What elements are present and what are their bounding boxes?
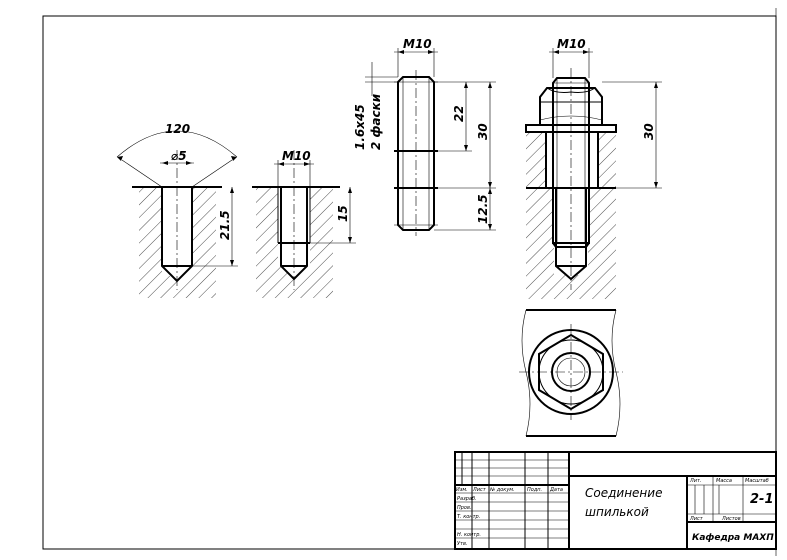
dim-drill-dia: ⌀5 xyxy=(171,149,187,163)
tb-lit: Лит. xyxy=(689,478,702,484)
tb-hdr-doc: № докум. xyxy=(489,487,515,493)
tb-hdr-date: Дата xyxy=(549,487,563,493)
tb-razrab: Разраб. xyxy=(457,496,477,502)
dim-drill-depth: 21.5 xyxy=(218,210,232,240)
tb-prov: Пров. xyxy=(457,505,472,511)
dim-hole-thread: M10 xyxy=(282,149,311,163)
dim-angle-120: 120 xyxy=(165,122,190,136)
view-stud: M10 1.6x45 2 фаски 22 30 12.5 xyxy=(353,37,496,236)
dim-chamfer-2: 2 фаски xyxy=(369,93,383,150)
dim-stud-len: 30 xyxy=(476,123,490,140)
tb-nkontr: Н. контр. xyxy=(457,532,481,538)
sheet-frame xyxy=(42,15,777,550)
view-top xyxy=(519,309,623,437)
tb-utv: Утв. xyxy=(457,541,468,547)
view-assembly-section: M10 30 xyxy=(525,37,662,299)
dim-stud-thread-len: 22 xyxy=(452,105,466,122)
dim-thread-depth: 15 xyxy=(336,205,350,222)
title-block: Изм. Лист № докум. Подп. Дата Разраб. Пр… xyxy=(454,451,777,550)
tb-hdr-izm: Изм. xyxy=(456,487,468,493)
dim-chamfer-1: 1.6x45 xyxy=(353,104,367,150)
tb-title-line1: Соединение xyxy=(585,486,662,500)
dim-stud-thread: M10 xyxy=(403,37,432,51)
dim-assy-thread: M10 xyxy=(557,37,586,51)
tb-masshtab: Масштаб xyxy=(745,478,769,484)
tb-title-line2: шпилькой xyxy=(585,505,649,519)
tb-listov: Листов xyxy=(721,516,741,522)
view-drilled-hole: 120 ⌀5 21.5 xyxy=(116,122,238,298)
tb-tkontr: Т. контр. xyxy=(457,514,480,520)
tb-code: 2-1 xyxy=(750,492,774,507)
view-threaded-hole: M10 15 xyxy=(252,149,356,298)
dim-assy-len: 30 xyxy=(642,123,656,140)
tb-organization: Кафедра МАХП xyxy=(692,533,774,543)
tb-massa: Масса xyxy=(716,478,732,484)
tb-list: Лист xyxy=(689,516,704,522)
tb-hdr-sign: Подп. xyxy=(527,487,542,493)
tb-hdr-list: Лист xyxy=(472,487,487,493)
dim-stud-screw-len: 12.5 xyxy=(476,194,490,224)
